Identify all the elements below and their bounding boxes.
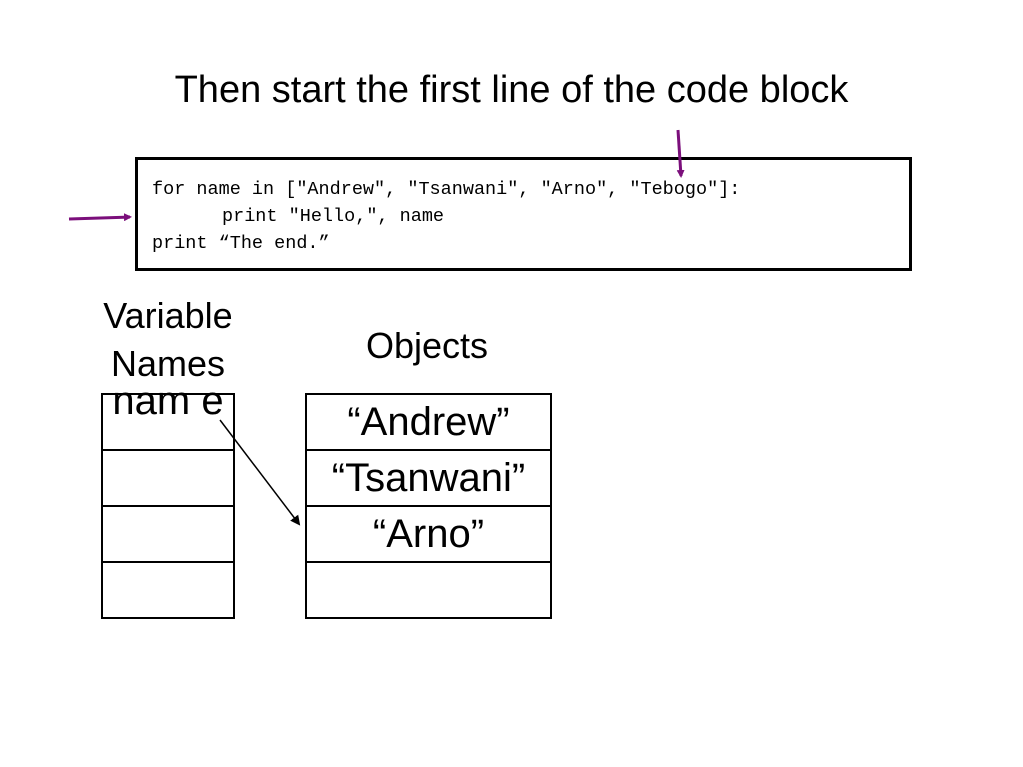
code-line-3: print “The end.” (152, 233, 330, 254)
variable-name-label: nam e (112, 379, 224, 423)
objects-table: “Andrew” “Tsanwani” “Arno” (305, 393, 552, 619)
object-cell (305, 561, 552, 619)
position-pointer-arrow (676, 129, 685, 178)
variable-names-table (101, 393, 235, 619)
code-line-2: print "Hello,", name (222, 206, 445, 227)
reference-arrow (219, 419, 301, 526)
variable-cell (101, 561, 235, 619)
variable-names-heading: Variable Names (103, 295, 233, 384)
line-pointer-arrow (68, 213, 132, 222)
object-cell: “Arno” (305, 505, 552, 563)
slide-title: Then start the first line of the code bl… (174, 69, 849, 111)
object-cell: “Tsanwani” (305, 449, 552, 507)
objects-heading: Objects (365, 325, 489, 366)
code-block: for name in ["Andrew", "Tsanwani", "Arno… (135, 157, 912, 271)
code-line-1: for name in ["Andrew", "Tsanwani", "Arno… (152, 179, 741, 200)
